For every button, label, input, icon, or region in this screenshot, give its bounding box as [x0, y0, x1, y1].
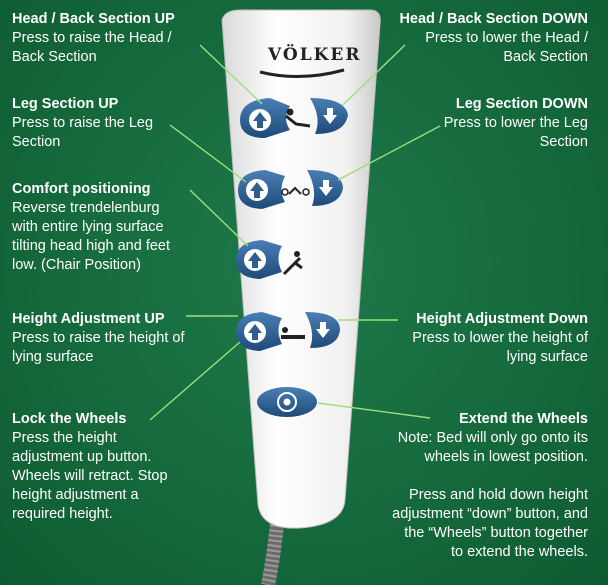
leg-up-button[interactable]: [238, 170, 285, 209]
callout-head-up: Head / Back Section UP Press to raise th…: [12, 10, 212, 67]
callout-lock-wheels: Lock the Wheels Press the height adjustm…: [12, 410, 212, 524]
brand-logo: VÖLKER: [268, 45, 362, 65]
height-bed-icon: [281, 327, 305, 339]
callout-title: Head / Back Section DOWN: [399, 11, 588, 27]
callout-text: Reverse trendelenburg with entire lying …: [12, 200, 171, 273]
head-up-button[interactable]: [240, 98, 290, 138]
callout-comfort: Comfort positioning Reverse trendelenbur…: [12, 180, 212, 275]
callout-title: Leg Section DOWN: [455, 96, 588, 112]
callout-text: Press to lower the height of lying surfa…: [412, 330, 588, 365]
arrow-up-icon: [248, 324, 262, 340]
pointer-lines: [149, 44, 441, 421]
leg-section-icon: [281, 186, 310, 196]
callout-height-down: Height Adjustment Down Press to lower th…: [368, 310, 588, 367]
height-down-button[interactable]: [305, 312, 340, 348]
arrow-up-icon: [253, 112, 267, 128]
callout-leg-down: Leg Section DOWN Press to lower the Leg …: [368, 95, 588, 152]
logo-swoosh: [259, 68, 345, 78]
comfort-up-button[interactable]: [236, 240, 282, 279]
callout-text: Note: Bed will only go onto its wheels i…: [392, 430, 588, 560]
callout-title: Head / Back Section UP: [12, 11, 175, 27]
callout-height-up: Height Adjustment UP Press to raise the …: [12, 310, 222, 367]
callout-head-down: Head / Back Section DOWN Press to lower …: [348, 10, 588, 67]
arrow-down-icon: [319, 180, 333, 196]
callout-title: Lock the Wheels: [12, 411, 127, 427]
callout-text: Press to lower the Leg Section: [443, 115, 588, 150]
wheels-icon: [277, 392, 297, 412]
callout-extend-wheels: Extend the Wheels Note: Bed will only go…: [338, 410, 588, 562]
callout-text: Press to raise the height of lying surfa…: [12, 330, 185, 365]
callout-title: Height Adjustment UP: [12, 311, 165, 327]
callout-text: Press to lower the Head / Back Section: [425, 30, 588, 65]
arrow-up-icon: [248, 252, 262, 268]
callout-title: Comfort positioning: [12, 181, 151, 197]
chair-position-icon: [282, 251, 303, 276]
leg-down-button[interactable]: [307, 170, 343, 206]
arrow-down-icon: [316, 322, 330, 338]
callout-text: Press to raise the Leg Section: [12, 115, 154, 150]
callout-title: Height Adjustment Down: [416, 311, 588, 327]
callout-title: Leg Section UP: [12, 96, 119, 112]
height-up-button[interactable]: [236, 312, 282, 351]
head-down-button[interactable]: [310, 98, 348, 134]
arrow-down-icon: [323, 108, 337, 124]
head-back-icon: [285, 108, 311, 128]
callout-text: Press the height adjustment up button. W…: [12, 430, 168, 522]
callout-title: Extend the Wheels: [459, 411, 588, 427]
callout-leg-up: Leg Section UP Press to raise the Leg Se…: [12, 95, 212, 152]
arrow-up-icon: [250, 182, 264, 198]
wheels-button[interactable]: [257, 387, 317, 417]
callout-text: Press to raise the Head / Back Section: [12, 30, 172, 65]
